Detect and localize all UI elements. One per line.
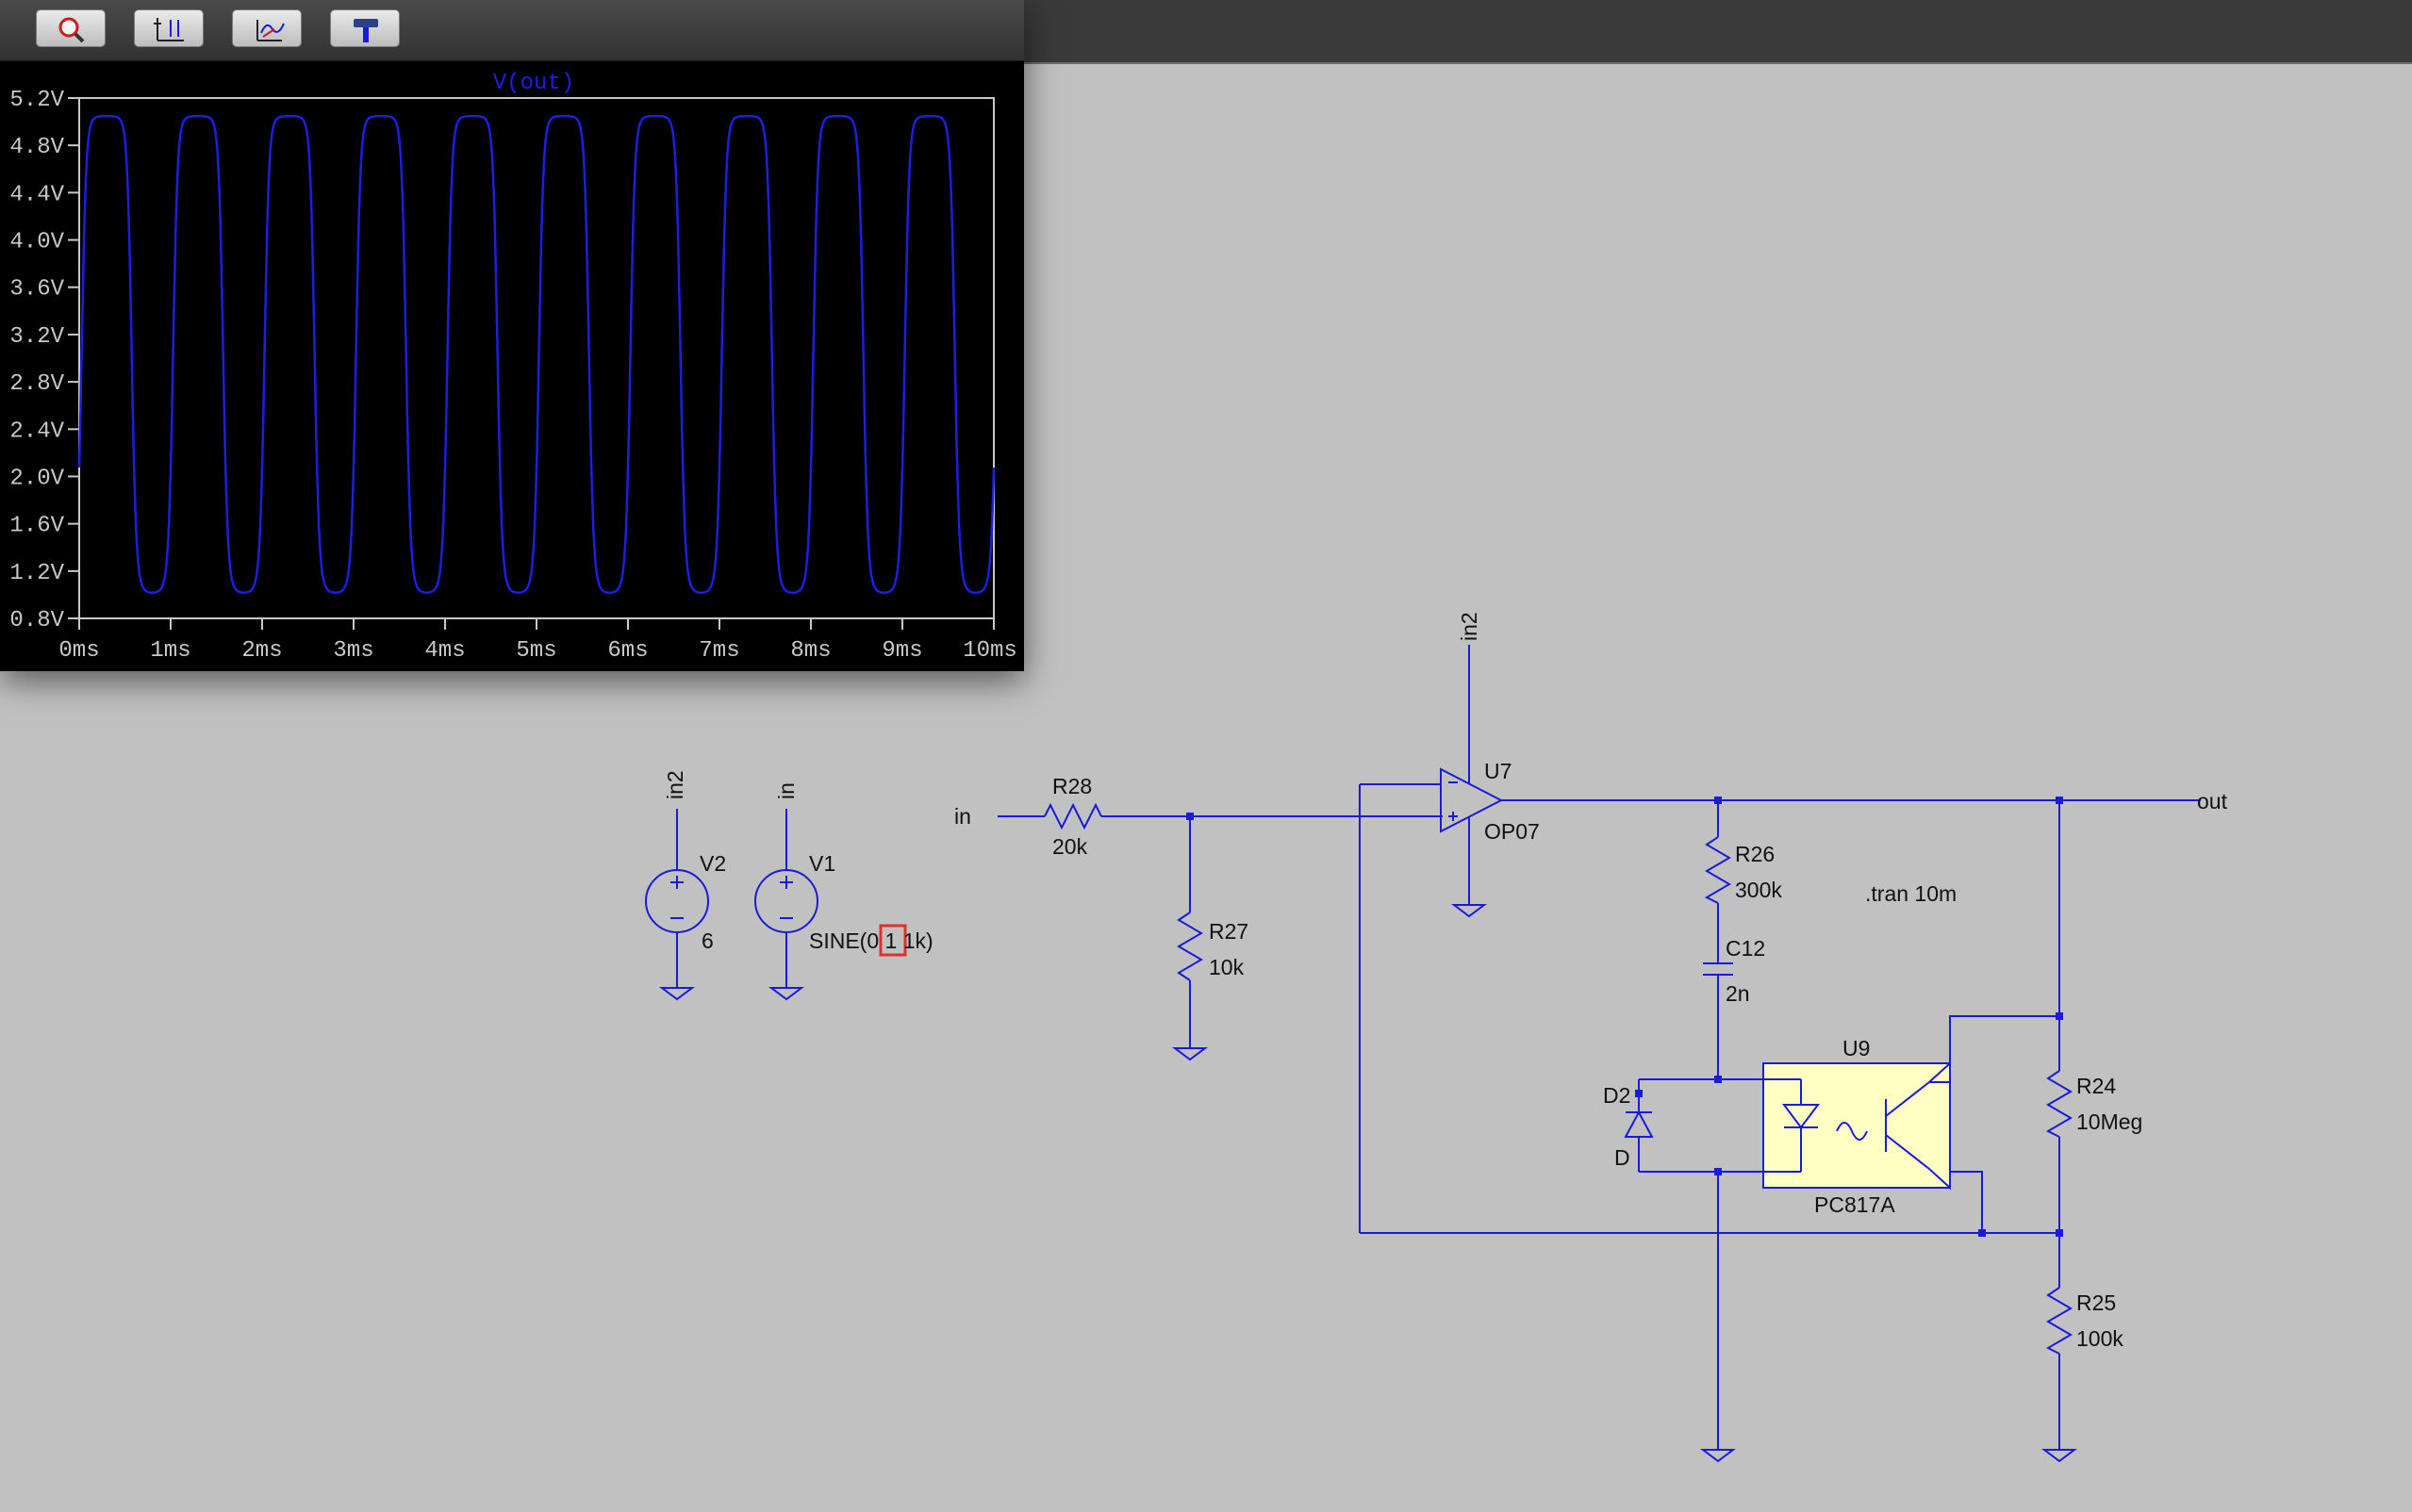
label-r26-ref: R26	[1735, 842, 1775, 866]
y-tick-label: 2.0V	[9, 466, 64, 491]
y-tick-label: 4.4V	[9, 182, 64, 207]
y-tick-label: 1.2V	[9, 561, 64, 586]
label-r24-value: 10Meg	[2076, 1109, 2142, 1134]
voltage-source-v2[interactable]	[645, 809, 709, 1001]
label-r27-ref: R27	[1209, 919, 1248, 944]
resistor-r26[interactable]	[1704, 800, 1731, 963]
x-tick-label: 7ms	[699, 638, 739, 664]
spice-directive-tran[interactable]: .tran 10m	[1865, 881, 1957, 906]
waveform-plot[interactable]: V(out) 5.2V 4.8V 4.4V 4.0V 3.6V 3.2V 2.8V 2.4V 2…	[0, 60, 1024, 671]
label-v1-ref: V1	[809, 851, 835, 876]
title-bar-divider	[0, 62, 2412, 64]
trace-label-vout[interactable]: V(out)	[493, 71, 574, 96]
net-label-out: out	[2197, 789, 2228, 814]
y-tick-label: 5.2V	[9, 88, 64, 113]
y-axis-ticks: 5.2V 4.8V 4.4V 4.0V 3.6V 3.2V 2.8V 2.4V 2.0V 1.6V…	[9, 88, 79, 633]
label-r26-value: 300k	[1735, 878, 1782, 902]
y-tick-label: 3.2V	[9, 324, 64, 350]
label-d2-ref: D2	[1603, 1083, 1630, 1108]
zoom-button[interactable]	[36, 9, 106, 47]
resistor-r27[interactable]	[1172, 816, 1208, 1061]
net-label-v2-in2: in2	[663, 770, 687, 799]
optocoupler-u9[interactable]	[1762, 1015, 2059, 1233]
autorange-axes-icon	[154, 18, 184, 41]
waveform-viewer-window[interactable]: V(out) 5.2V 4.8V 4.4V 4.0V 3.6V 3.2V 2.8V 2.4V 2…	[0, 0, 1024, 671]
y-tick-label: 0.8V	[9, 608, 64, 633]
probe-button[interactable]	[330, 9, 400, 47]
label-c12-value: 2n	[1726, 981, 1750, 1006]
label-r27-value: 10k	[1209, 955, 1245, 979]
label-c12-ref: C12	[1726, 936, 1765, 961]
resistor-r28[interactable]	[998, 802, 1190, 830]
pick-trace-icon	[256, 20, 285, 41]
x-axis-ticks: 0ms 1ms 2ms 3ms 4ms 5ms 6ms 7ms 8ms 9ms 10ms	[58, 618, 1017, 664]
resistor-r24[interactable]	[2045, 800, 2073, 1233]
x-tick-label: 4ms	[424, 638, 465, 664]
x-tick-label: 10ms	[963, 638, 1017, 664]
y-tick-label: 3.6V	[9, 277, 64, 303]
label-u7-ref: U7	[1484, 759, 1512, 783]
x-tick-label: 8ms	[790, 638, 831, 664]
label-r28-ref: R28	[1052, 774, 1092, 798]
probe-hammer-icon	[354, 19, 378, 42]
y-tick-label: 2.4V	[9, 419, 64, 444]
y-tick-label: 1.6V	[9, 514, 64, 539]
y-tick-label: 2.8V	[9, 371, 64, 397]
opamp-u7[interactable]	[1440, 645, 1504, 918]
y-tick-label: 4.0V	[9, 230, 64, 255]
resistor-r25[interactable]	[2041, 1233, 2077, 1463]
pick-trace-button[interactable]	[232, 9, 302, 47]
y-tick-label: 4.8V	[9, 135, 64, 160]
zoom-magnifier-icon	[58, 17, 85, 43]
x-tick-label: 2ms	[241, 638, 282, 664]
label-r25-ref: R25	[2076, 1290, 2116, 1315]
x-tick-label: 9ms	[882, 638, 922, 664]
x-tick-label: 1ms	[150, 638, 190, 664]
x-tick-label: 6ms	[607, 638, 648, 664]
label-r24-ref: R24	[2076, 1074, 2116, 1098]
voltage-source-v1[interactable]	[754, 809, 818, 1001]
waveform-toolbar	[0, 0, 1024, 61]
label-u7-value: OP07	[1484, 819, 1540, 844]
label-v2-ref: V2	[700, 851, 726, 876]
autorange-button[interactable]	[134, 9, 204, 47]
net-label-v1-in: in	[774, 782, 799, 799]
capacitor-c12[interactable]	[1703, 962, 1733, 1079]
v1-value-highlight	[879, 924, 907, 957]
label-v2-value: 6	[702, 929, 714, 953]
label-r25-value: 100k	[2076, 1326, 2123, 1351]
label-r28-value: 20k	[1052, 834, 1088, 859]
trace-vout-line[interactable]	[77, 114, 996, 594]
x-tick-label: 5ms	[516, 638, 556, 664]
label-u9-value: PC817A	[1814, 1192, 1895, 1217]
x-tick-label: 0ms	[58, 638, 99, 664]
x-tick-label: 3ms	[333, 638, 373, 664]
plot-frame	[78, 97, 995, 619]
net-label-u7-in2: in2	[1457, 612, 1481, 641]
label-v1-value[interactable]: SINE(0 1 1k)	[809, 929, 933, 953]
junction-dots	[1186, 797, 2063, 1237]
net-label-in: in	[954, 804, 971, 829]
label-u9-ref: U9	[1842, 1036, 1870, 1060]
diode-d2[interactable]	[1624, 1078, 1763, 1173]
label-d2-value: D	[1614, 1145, 1630, 1170]
